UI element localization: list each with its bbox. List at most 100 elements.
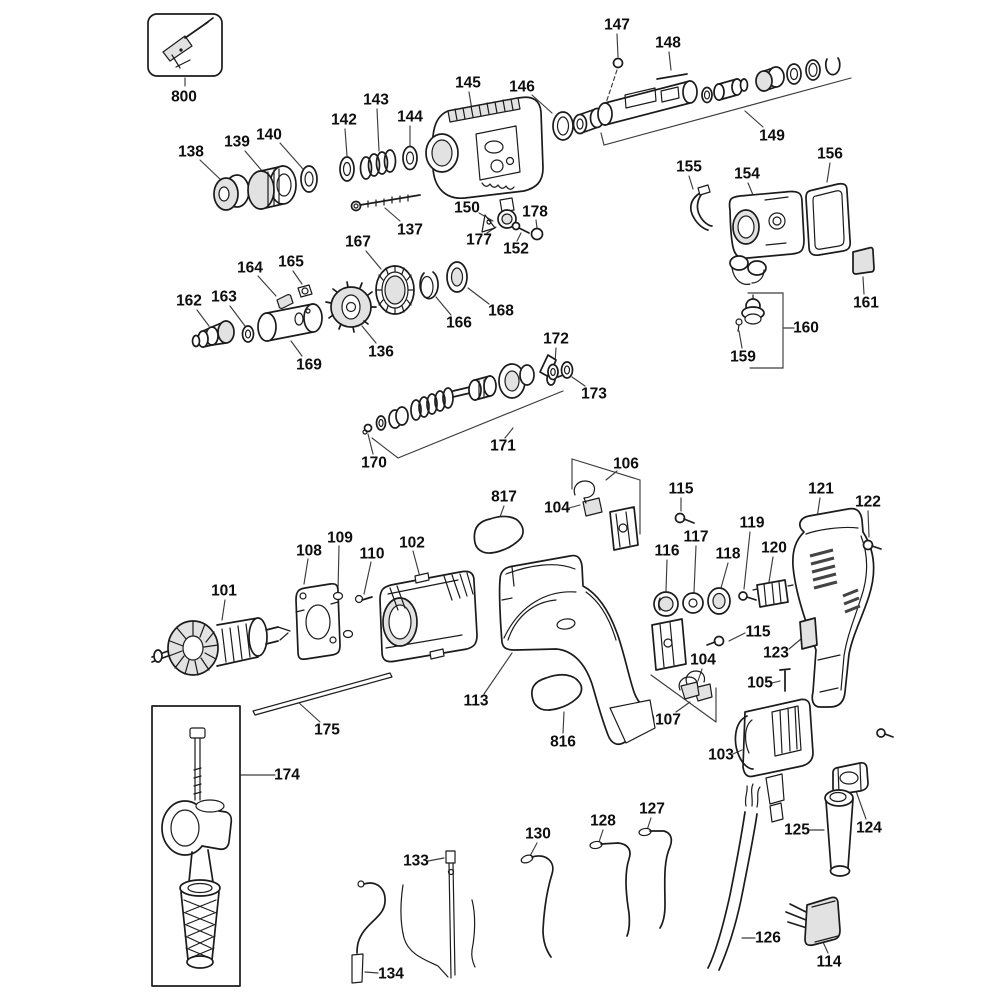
part-138-cap [213,174,250,211]
part-114-plug [785,896,841,947]
part-121-handle [792,507,875,708]
part-label-147: 147 [604,17,630,34]
part-175-rod [252,672,393,716]
part-label-144: 144 [397,109,423,126]
part-101-armature [151,617,291,676]
part-label-159: 159 [730,349,756,366]
part-127-wire [638,827,673,929]
part-label-162: 162 [176,293,202,310]
part-label-172: 172 [543,331,569,348]
part-155-clip [689,184,713,231]
bracket-lines [371,77,852,723]
part-label-817: 817 [491,489,517,506]
part-label-108: 108 [296,543,322,560]
part-163-o-ring [241,325,255,343]
part-148-flat-key [656,73,688,80]
part-label-142: 142 [331,112,357,129]
part-label-102: 102 [399,535,425,552]
part-150-cluster [481,197,517,233]
part-label-165: 165 [278,254,304,271]
part-161-pad [852,246,875,275]
part-156-gasket [805,182,852,257]
part-label-105: 105 [747,675,773,692]
part-142-ring [339,156,355,182]
part-label-170: 170 [361,455,387,472]
part-136-gear [325,281,377,333]
part-label-154: 154 [734,166,760,183]
part-160-pinion-set [735,294,765,332]
part-128-wire [589,840,631,937]
part-label-109: 109 [327,530,353,547]
leader-lines [184,33,870,974]
part-label-137: 137 [397,222,423,239]
part-106-brush-holder [609,506,639,551]
part-label-168: 168 [488,303,514,320]
part-label-800: 800 [171,89,197,106]
part-label-140: 140 [256,127,282,144]
part-label-128: 128 [590,813,616,830]
part-172-washers [547,361,574,381]
part-174-side-handle [151,705,241,987]
part-106-brush-holder-lower [651,618,687,671]
part-label-149: 149 [759,128,785,145]
part-label-177: 177 [466,232,492,249]
part-122-screw [862,539,882,551]
part-screw-unlabeled [876,728,894,738]
part-label-160: 160 [793,320,819,337]
part-154-gear-case [728,190,805,285]
part-label-114: 114 [816,954,841,971]
part-125-cord-protector [824,789,854,877]
part-116-grommet [653,591,679,617]
part-115-screw-lower [706,635,725,647]
part-label-118: 118 [715,546,740,563]
part-label-103: 103 [708,747,734,764]
part-816-baffle-plate [531,673,583,711]
part-124-clamp [832,761,869,796]
part-label-101: 101 [211,583,237,600]
part-label-116: 116 [654,543,679,560]
part-label-145: 145 [455,75,481,92]
part-817-baffle-plate [473,515,524,554]
part-label-121: 121 [808,481,834,498]
part-102-field [379,570,478,663]
part-149-spindle-assembly [572,57,841,135]
part-146-o-ring [552,111,574,141]
part-label-115: 115 [745,624,770,641]
part-label-178: 178 [522,204,548,221]
part-label-104: 104 [690,652,716,669]
part-115-screw-upper [674,512,695,524]
part-label-126: 126 [755,930,781,947]
part-label-148: 148 [655,35,681,52]
part-label-167: 167 [345,234,371,251]
part-147-ball [612,57,624,69]
part-label-130: 130 [525,826,551,843]
part-label-169: 169 [296,357,322,374]
part-label-173: 173 [581,386,607,403]
part-label-138: 138 [178,144,204,161]
part-label-161: 161 [853,295,879,312]
part-123-brush-cap [799,617,818,650]
part-label-152: 152 [503,241,529,258]
inset-box-800 [147,13,223,77]
part-label-150: 150 [454,200,480,217]
part-120-holder [752,579,794,608]
part-label-127: 127 [639,801,665,818]
part-143-spring-washer-stack [359,149,397,180]
part-label-156: 156 [817,146,843,163]
part-label-115: 115 [668,481,693,498]
part-label-164: 164 [237,260,263,277]
part-145-gear-housing [425,96,544,199]
part-label-171: 171 [490,438,516,455]
part-label-155: 155 [676,159,702,176]
part-label-816: 816 [550,734,576,751]
part-167-bearing [375,265,415,315]
part-label-174: 174 [274,767,300,784]
part-152-screw [511,221,530,234]
part-144-washer [402,145,418,171]
part-103-switch [734,698,814,823]
part-166-snap-ring [419,271,439,300]
part-label-119: 119 [739,515,764,532]
part-137-screw [350,194,421,212]
